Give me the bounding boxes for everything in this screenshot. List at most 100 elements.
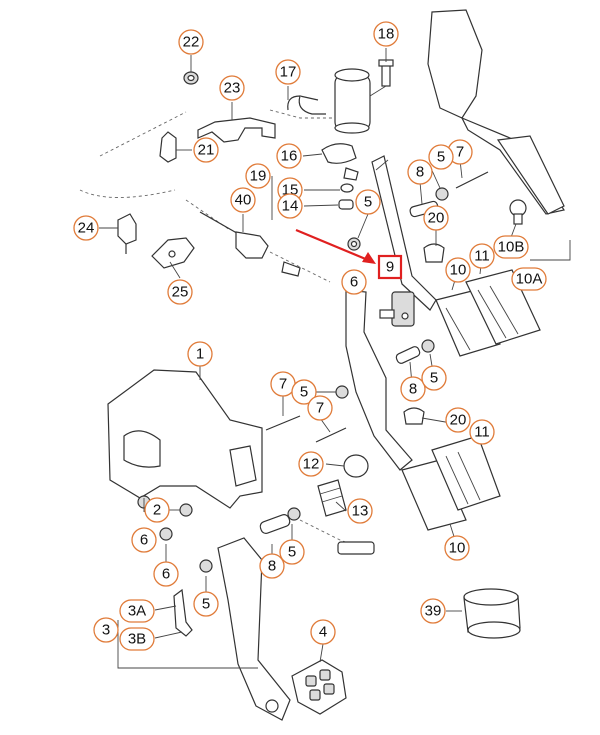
callout-5-mid[interactable]: 5 — [291, 379, 317, 405]
part-3-spring — [173, 588, 193, 637]
part-12-bushing — [343, 454, 369, 478]
callout-40[interactable]: 40 — [230, 187, 256, 213]
callout-5-lower[interactable]: 5 — [279, 539, 305, 565]
svg-text:12: 12 — [303, 456, 320, 473]
svg-text:9: 9 — [386, 259, 394, 276]
callout-5-upper[interactable]: 5 — [428, 144, 454, 170]
callout-20-mid[interactable]: 20 — [445, 407, 471, 433]
callout-3[interactable]: 3 — [93, 617, 119, 643]
part-20-bumper-upper — [423, 243, 445, 263]
svg-text:21: 21 — [198, 142, 215, 159]
part-11-pad-lower — [431, 435, 501, 511]
callout-10a[interactable]: 10A — [511, 267, 547, 291]
part-5-nut-right — [421, 339, 435, 353]
callout-17[interactable]: 17 — [275, 59, 301, 85]
callout-6-left[interactable]: 6 — [131, 527, 157, 553]
part-9-switch — [379, 291, 415, 327]
svg-text:5: 5 — [430, 370, 438, 387]
highlight-arrow — [295, 228, 376, 264]
callout-10-upper[interactable]: 10 — [445, 257, 471, 283]
svg-text:6: 6 — [350, 274, 358, 291]
part-5-nut-mid — [335, 385, 349, 399]
svg-text:22: 22 — [183, 34, 200, 51]
part-accelerator-pedal — [427, 9, 565, 215]
callout-19[interactable]: 19 — [245, 163, 271, 189]
svg-text:6: 6 — [162, 566, 170, 583]
callout-9-highlighted[interactable]: 9 — [377, 254, 403, 280]
callout-8-mid[interactable]: 8 — [400, 376, 426, 402]
callout-10b[interactable]: 10B — [493, 235, 529, 259]
callout-24[interactable]: 24 — [73, 215, 99, 241]
callout-8-upper[interactable]: 8 — [407, 159, 433, 185]
svg-text:5: 5 — [364, 194, 372, 211]
callout-22[interactable]: 22 — [178, 29, 204, 55]
svg-text:16: 16 — [281, 148, 298, 165]
part-40-pushrod — [199, 211, 331, 283]
part-24-clip — [117, 213, 137, 254]
svg-text:13: 13 — [352, 503, 369, 520]
part-5-nut-lower — [199, 507, 301, 573]
part-11-pad-upper — [465, 269, 541, 345]
callout-3a[interactable]: 3A — [119, 599, 155, 623]
svg-text:5: 5 — [288, 544, 296, 561]
svg-text:23: 23 — [224, 80, 241, 97]
part-7-bolt-mid — [265, 415, 347, 443]
svg-text:25: 25 — [172, 284, 189, 301]
callout-23[interactable]: 23 — [219, 75, 245, 101]
svg-text:14: 14 — [282, 198, 299, 215]
callout-11-lower[interactable]: 11 — [469, 419, 495, 445]
svg-text:8: 8 — [409, 381, 417, 398]
callout-39[interactable]: 39 — [420, 598, 446, 624]
part-13-boot — [317, 479, 347, 517]
svg-text:7: 7 — [456, 144, 464, 161]
callout-7-mid-b[interactable]: 7 — [307, 395, 333, 421]
svg-text:6: 6 — [140, 532, 148, 549]
callout-11-upper[interactable]: 11 — [469, 243, 495, 269]
callout-10-lower[interactable]: 10 — [444, 535, 470, 561]
callout-1[interactable]: 1 — [187, 341, 213, 367]
callout-21[interactable]: 21 — [193, 137, 219, 163]
svg-text:10A: 10A — [516, 271, 543, 288]
part-21-clip — [159, 131, 192, 163]
part-10-pad-lower — [401, 459, 467, 531]
part-lower-pedal-arm — [217, 537, 291, 721]
svg-text:20: 20 — [428, 210, 445, 227]
callout-13[interactable]: 13 — [347, 498, 373, 524]
callout-8-lower[interactable]: 8 — [259, 553, 285, 579]
part-23-bracket — [197, 117, 276, 143]
svg-text:8: 8 — [416, 164, 424, 181]
callout-5-lower-left[interactable]: 5 — [193, 591, 219, 617]
svg-text:11: 11 — [474, 248, 490, 265]
callout-3b[interactable]: 3B — [119, 627, 155, 651]
svg-text:18: 18 — [378, 26, 395, 43]
callout-6-top[interactable]: 6 — [341, 269, 367, 295]
callout-4[interactable]: 4 — [310, 619, 336, 645]
callout-18[interactable]: 18 — [373, 21, 399, 47]
svg-text:3A: 3A — [128, 603, 146, 620]
callout-5-right[interactable]: 5 — [421, 365, 447, 391]
svg-text:3: 3 — [102, 622, 110, 639]
callout-20-upper[interactable]: 20 — [423, 205, 449, 231]
svg-text:5: 5 — [202, 596, 210, 613]
callout-25[interactable]: 25 — [167, 279, 193, 305]
part-10b-stopper — [509, 199, 527, 225]
svg-text:1: 1 — [196, 346, 204, 363]
part-5-nut-top — [347, 237, 361, 251]
part-10-pad-upper — [435, 289, 501, 357]
svg-text:10: 10 — [449, 540, 466, 557]
svg-text:3B: 3B — [128, 631, 146, 648]
callout-5-top[interactable]: 5 — [355, 189, 381, 215]
callout-6-bottom[interactable]: 6 — [153, 561, 179, 587]
svg-text:40: 40 — [235, 192, 252, 209]
part-4-pedal-pad — [291, 659, 347, 715]
svg-text:19: 19 — [250, 168, 267, 185]
part-connector — [337, 541, 375, 555]
callout-16[interactable]: 16 — [276, 143, 302, 169]
part-16-clamp — [321, 143, 359, 181]
part-7-bolt-upper — [455, 171, 489, 189]
callout-12[interactable]: 12 — [298, 451, 324, 477]
callout-2[interactable]: 2 — [144, 497, 170, 523]
callout-14[interactable]: 14 — [277, 193, 303, 219]
